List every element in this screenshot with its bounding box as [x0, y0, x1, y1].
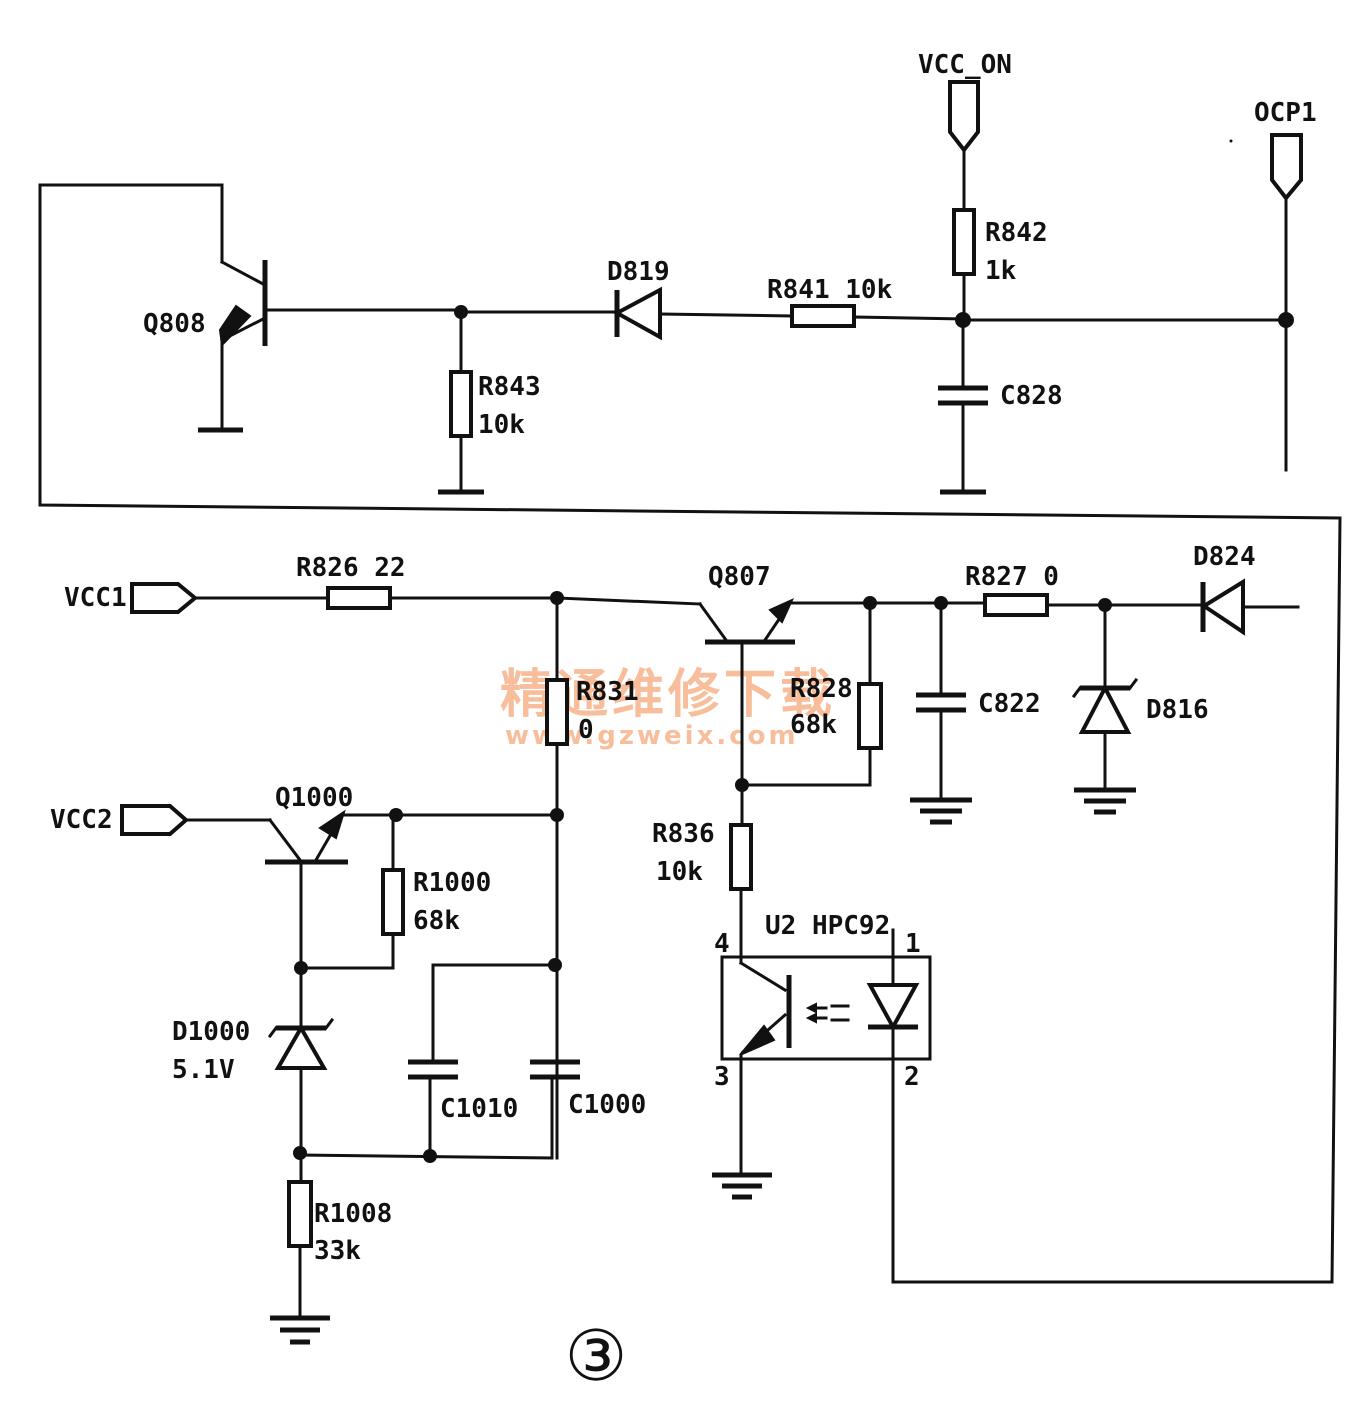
q807-transistor: [555, 596, 872, 827]
r1000-resistor: [299, 813, 405, 970]
r827-resistor: [983, 593, 1205, 617]
u2-pin-1: 1: [905, 929, 921, 959]
c1010-capacitor: [408, 963, 557, 1158]
c1000-label: C1000: [568, 1090, 646, 1120]
d824-diode: [1200, 578, 1300, 636]
figure-number: ③: [565, 1315, 628, 1397]
d1000-label: D1000: [172, 1017, 250, 1047]
junction-dot: [294, 961, 308, 975]
r843-resistor: [438, 308, 484, 495]
u2-pin-4: 4: [714, 929, 730, 959]
r842-label: R842: [985, 218, 1048, 248]
r827-label: R827 0: [965, 562, 1059, 592]
r842-resistor: [952, 208, 976, 322]
r1000-label: R1000: [413, 868, 491, 898]
vcc-on-label: VCC_ON: [918, 50, 1012, 80]
ocp1-port: [1270, 133, 1303, 472]
r1008-resistor: [270, 1180, 330, 1345]
r831-resistor: [545, 596, 569, 1160]
r836-value: 10k: [656, 857, 703, 887]
d1000-zener-diode: [267, 1017, 335, 1184]
top-circuit: Q808 R843 10k D819 R841 10k VCC_ON R842 …: [38, 50, 1342, 1284]
junction-dot: [293, 1146, 307, 1160]
r843-label: R843: [478, 372, 541, 402]
bottom-circuit: VCC1 R826 22 Q807 R827 0 D824 R831 0 R82…: [50, 542, 1300, 1345]
d819-label: D819: [607, 257, 670, 287]
junction-dot: [389, 808, 403, 822]
r826-resistor: [326, 586, 559, 610]
u2-pin-3: 3: [714, 1062, 730, 1092]
vcc-on-port: [948, 80, 980, 212]
q808-transistor: [198, 259, 464, 433]
r828-label: R828: [790, 674, 853, 704]
c1010-label: C1010: [440, 1094, 518, 1124]
q808-label: Q808: [143, 309, 206, 339]
q807-label: Q807: [708, 562, 771, 592]
c828-label: C828: [1000, 381, 1063, 411]
r831-value: 0: [578, 715, 594, 745]
ocp1-label: OCP1: [1254, 98, 1317, 128]
c822-label: C822: [978, 689, 1041, 719]
r841-resistor: [790, 304, 965, 328]
u2-label: U2 HPC92: [765, 911, 890, 941]
r842-value: 1k: [985, 256, 1017, 286]
d1000-value: 5.1V: [172, 1055, 235, 1085]
d819-diode: [460, 286, 794, 341]
c822-capacitor: [910, 601, 972, 825]
r828-resistor: [740, 601, 883, 787]
vcc1-port: [130, 582, 330, 614]
q1000-transistor: [265, 809, 559, 1032]
c828-capacitor: [938, 318, 988, 495]
junction-dot: [423, 1149, 437, 1163]
r828-value: 68k: [790, 710, 837, 740]
r1008-value: 33k: [314, 1236, 361, 1266]
r1008-label: R1008: [314, 1199, 392, 1229]
r836-resistor: [729, 823, 753, 965]
vcc2-port: [120, 804, 272, 836]
r841-label: R841 10k: [767, 275, 893, 305]
r831-label: R831: [576, 677, 639, 707]
r836-label: R836: [652, 819, 715, 849]
d816-label: D816: [1146, 695, 1209, 725]
u2-optocoupler: [712, 928, 932, 1200]
u2-pin-2: 2: [904, 1062, 920, 1092]
q1000-label: Q1000: [275, 783, 353, 813]
r826-label: R826 22: [296, 553, 406, 583]
r1000-value: 68k: [413, 906, 460, 936]
r843-value: 10k: [478, 410, 525, 440]
vcc2-label: VCC2: [50, 805, 113, 835]
d816-zener-diode: [1071, 603, 1139, 815]
c1000-capacitor: [530, 1059, 580, 1160]
d824-label: D824: [1193, 542, 1256, 572]
feedback-loop-wire: [38, 183, 1342, 1284]
vcc1-label: VCC1: [64, 583, 127, 613]
